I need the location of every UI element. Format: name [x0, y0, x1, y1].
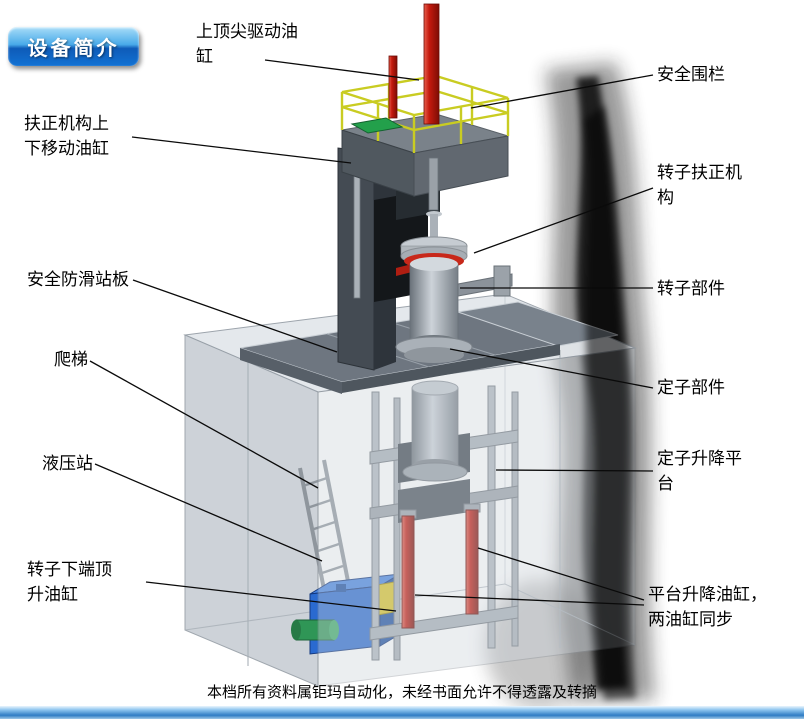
label-antislip-platform: 安全防滑站板 — [27, 270, 129, 289]
stator-assembly — [402, 380, 468, 482]
label-stator-component: 定子部件 — [657, 378, 725, 397]
top-drive-cylinder-graphic — [388, 3, 440, 125]
label-rotor-bottom-jacking-cylinder: 转子下端顶 升油缸 — [27, 560, 112, 604]
leader-lines — [89, 59, 654, 612]
label-safety-fence: 安全围栏 — [657, 65, 725, 84]
label-rotor-component: 转子部件 — [657, 279, 725, 298]
label-hydraulic-station: 液压站 — [42, 454, 93, 473]
label-rotor-centering-mechanism: 转子扶正机 构 — [657, 163, 742, 207]
label-top-center-drive-cylinder: 上顶尖驱动油 缸 — [196, 22, 298, 66]
label-centering-updown-cylinder: 扶正机构上 下移动油缸 — [24, 114, 109, 158]
title-badge: 设备简介 — [8, 27, 139, 66]
rotor-assembly — [395, 157, 513, 363]
label-platform-lifting-cylinders: 平台升降油缸， 两油缸同步 — [648, 585, 767, 629]
pit-front-wall — [317, 347, 636, 687]
label-stator-lifting-platform: 定子升降平 台 — [657, 449, 742, 493]
label-ladder: 爬梯 — [54, 350, 88, 369]
bottom-accent-bar — [0, 706, 804, 719]
confidentiality-note: 本档所有资料属钜玛自动化，未经书面允许不得透露及转摘 — [206, 685, 597, 701]
access-plate — [350, 117, 404, 134]
smoke-foreground — [585, 105, 636, 700]
platform-lifting-cylinders-graphic — [399, 503, 481, 629]
